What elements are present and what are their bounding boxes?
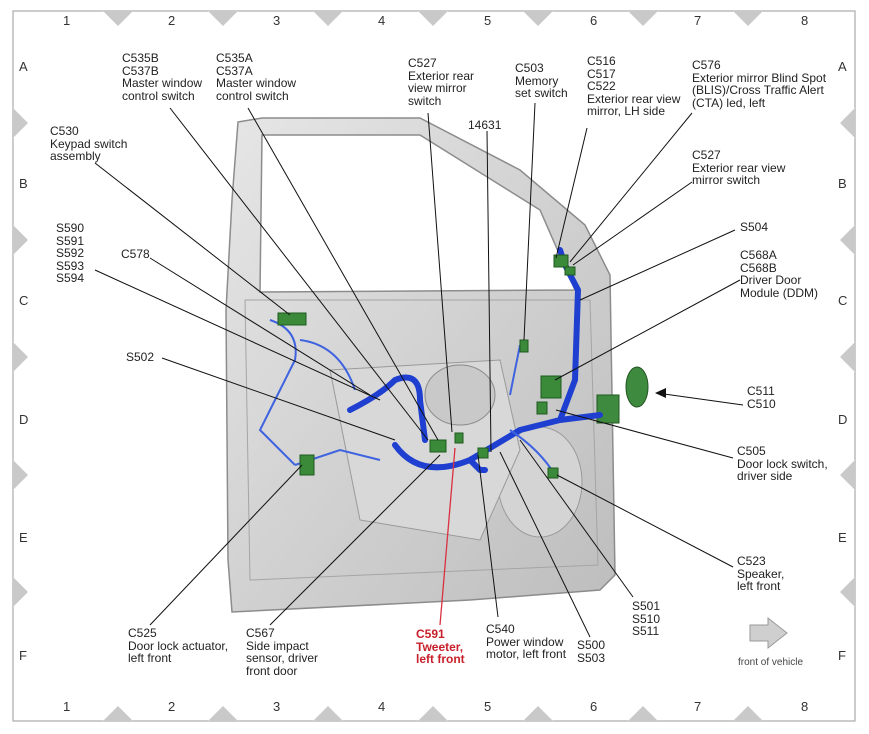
row-label-e: E — [19, 530, 28, 545]
callout-s502: S502 — [126, 350, 155, 364]
callout-c503: C503 Memory set switch — [515, 61, 568, 100]
leader-lines — [94, 102, 744, 638]
callout-14631: 14631 — [468, 118, 502, 132]
callout-s504: S504 — [740, 220, 769, 234]
col-label-7-bottom: 7 — [694, 699, 702, 714]
row-label-e-right: E — [838, 530, 847, 545]
row-label-b: B — [19, 176, 28, 191]
callout-s501: S501 S510 S511 — [632, 599, 661, 638]
row-label-a-right: A — [838, 59, 847, 74]
row-label-c: C — [19, 293, 29, 308]
row-label-f: F — [19, 648, 27, 663]
callout-c525: C525 Door lock actuator, left front — [128, 626, 229, 665]
callout-c516: C516 C517 C522 Exterior rear view mirror… — [587, 54, 681, 118]
callout-s590: S590 S591 S592 S593 S594 — [56, 221, 85, 285]
col-label-4-bottom: 4 — [378, 699, 386, 714]
row-label-c-right: C — [838, 293, 848, 308]
col-label-1: 1 — [63, 13, 71, 28]
col-label-2: 2 — [168, 13, 176, 28]
callout-c523: C523 Speaker, left front — [737, 554, 785, 593]
col-label-1-bottom: 1 — [63, 699, 71, 714]
callout-c591: C591 Tweeter, left front — [416, 627, 465, 666]
col-label-5: 5 — [484, 13, 492, 28]
callout-c578: C578 — [121, 247, 150, 261]
col-label-5-bottom: 5 — [484, 699, 492, 714]
callout-c535a: C535A C537A Master window control switch — [216, 51, 297, 103]
callout-s500: S500 S503 — [577, 638, 606, 665]
col-label-3: 3 — [273, 13, 281, 28]
col-label-4: 4 — [378, 13, 386, 28]
col-label-8: 8 — [801, 13, 809, 28]
callout-c535b: C535B C537B Master window control switch — [122, 51, 203, 103]
row-label-d-right: D — [838, 412, 848, 427]
col-label-6-bottom: 6 — [590, 699, 598, 714]
callout-c511: C511 C510 — [747, 384, 776, 411]
callout-c540: C540 Power window motor, left front — [486, 622, 567, 661]
col-label-2-bottom: 2 — [168, 699, 176, 714]
callout-c530: C530 Keypad switch assembly — [50, 124, 128, 163]
row-label-d: D — [19, 412, 29, 427]
col-label-6: 6 — [590, 13, 598, 28]
connectors — [277, 254, 576, 479]
col-label-8-bottom: 8 — [801, 699, 809, 714]
callout-c527-left: C527 Exterior rear view mirror switch — [408, 56, 475, 108]
front-of-vehicle-label: front of vehicle — [738, 657, 804, 668]
callout-c505: C505 Door lock switch, driver side — [737, 444, 828, 483]
row-label-a: A — [19, 59, 28, 74]
tweeter-leader-line — [439, 447, 456, 626]
col-label-7: 7 — [694, 13, 702, 28]
front-arrow-icon — [749, 616, 788, 650]
callout-c567: C567 Side impact sensor, driver front do… — [246, 626, 319, 678]
grid-markers — [13, 11, 855, 721]
harness-branches — [258, 319, 556, 476]
callout-c576: C576 Exterior mirror Blind Spot (BLIS)/C… — [692, 58, 827, 110]
row-label-b-right: B — [838, 176, 847, 191]
callout-c527-right: C527 Exterior rear view mirror switch — [692, 148, 786, 187]
callout-c568: C568A C568B Driver Door Module (DDM) — [740, 248, 819, 300]
row-label-f-right: F — [838, 648, 846, 663]
arrowhead — [655, 388, 666, 398]
col-label-3-bottom: 3 — [273, 699, 281, 714]
